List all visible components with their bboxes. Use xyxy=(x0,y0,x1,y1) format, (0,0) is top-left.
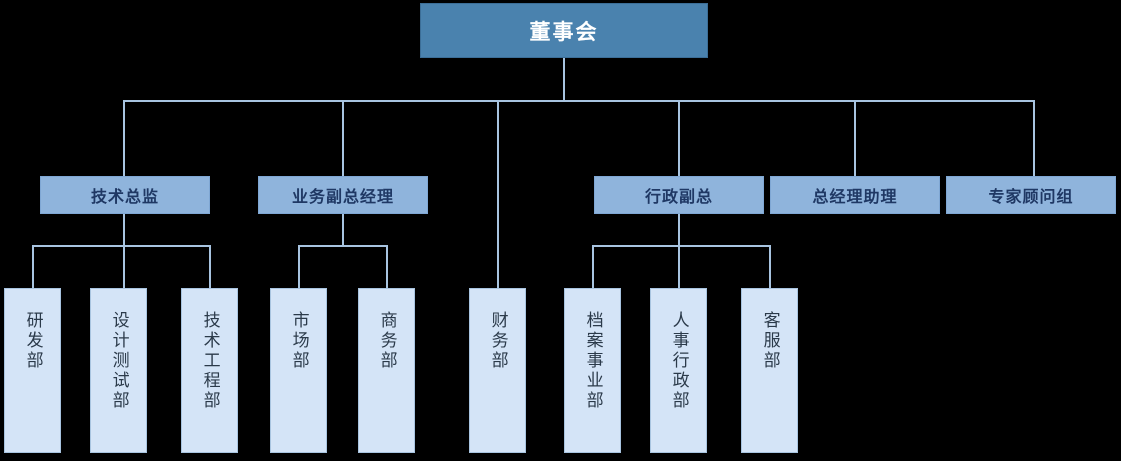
connector-admin-vp-bus xyxy=(592,245,770,247)
node-gm-assistant[interactable]: 总经理助理 xyxy=(770,176,940,214)
node-label: 研发部 xyxy=(23,311,43,371)
node-tech-engineering-dept[interactable]: 技术工程部 xyxy=(181,288,238,453)
node-label: 档案事业部 xyxy=(583,311,603,411)
connector-to-hr-admin-dept xyxy=(678,245,680,288)
connector-bus-to-tech-director xyxy=(123,100,125,176)
node-expert-advisory-group[interactable]: 专家顾问组 xyxy=(946,176,1116,214)
node-tech-director[interactable]: 技术总监 xyxy=(40,176,210,214)
connector-bus-to-finance-dept xyxy=(497,100,499,288)
node-archive-dept[interactable]: 档案事业部 xyxy=(564,288,621,453)
node-label: 市场部 xyxy=(289,311,309,371)
connector-bus-to-gm-assistant xyxy=(854,100,856,176)
connector-bus-to-admin-vp xyxy=(678,100,680,176)
node-board-of-directors[interactable]: 董事会 xyxy=(420,3,708,58)
connector-to-archive-dept xyxy=(592,245,594,288)
node-commerce-dept[interactable]: 商务部 xyxy=(358,288,415,453)
connector-root-stem xyxy=(563,58,565,102)
node-label: 人事行政部 xyxy=(669,311,689,411)
connector-to-marketing-dept xyxy=(298,245,300,288)
node-design-test-dept[interactable]: 设计测试部 xyxy=(90,288,147,453)
node-label: 技术工程部 xyxy=(200,311,220,411)
node-rnd-dept[interactable]: 研发部 xyxy=(4,288,61,453)
node-label: 商务部 xyxy=(377,311,397,371)
node-label: 董事会 xyxy=(529,20,599,44)
node-label: 总经理助理 xyxy=(812,189,898,206)
connector-admin-vp-stem xyxy=(678,214,680,246)
connector-to-rnd-dept xyxy=(32,245,34,288)
connector-to-commerce-dept xyxy=(386,245,388,288)
connector-main-bus xyxy=(123,100,1034,102)
node-finance-dept[interactable]: 财务部 xyxy=(469,288,526,453)
node-label: 行政副总 xyxy=(644,189,713,206)
connector-business-vp-stem xyxy=(342,214,344,246)
connector-bus-to-business-vp xyxy=(342,100,344,176)
node-label: 业务副总经理 xyxy=(291,189,394,206)
node-label: 客服部 xyxy=(760,311,780,371)
node-business-vp[interactable]: 业务副总经理 xyxy=(258,176,428,214)
connector-tech-director-stem xyxy=(123,214,125,246)
node-hr-admin-dept[interactable]: 人事行政部 xyxy=(650,288,707,453)
connector-bus-to-advisory-group xyxy=(1033,100,1035,176)
node-label: 专家顾问组 xyxy=(988,189,1074,206)
node-label: 技术总监 xyxy=(90,189,159,206)
node-admin-vp[interactable]: 行政副总 xyxy=(594,176,764,214)
connector-to-tech-engineering-dept xyxy=(209,245,211,288)
connector-to-design-test-dept xyxy=(123,245,125,288)
node-label: 财务部 xyxy=(488,311,508,371)
node-customer-service-dept[interactable]: 客服部 xyxy=(741,288,798,453)
connector-tech-director-bus xyxy=(32,245,210,247)
node-marketing-dept[interactable]: 市场部 xyxy=(270,288,327,453)
connector-business-vp-bus xyxy=(298,245,387,247)
node-label: 设计测试部 xyxy=(109,311,129,411)
connector-to-customer-service-dept xyxy=(769,245,771,288)
